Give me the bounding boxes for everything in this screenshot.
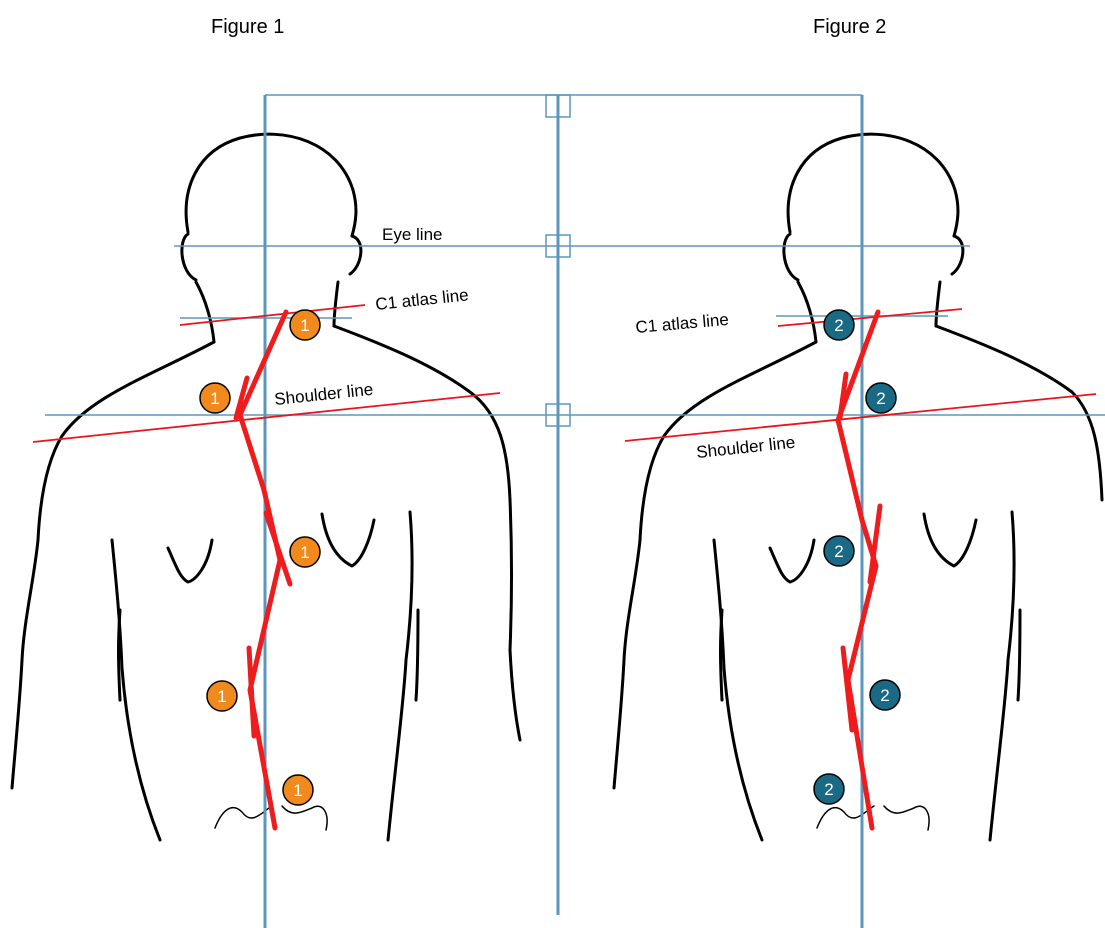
figure-1-badge: 1 [207, 681, 237, 711]
figure-1-badge: 1 [283, 775, 313, 805]
figure-2-title: Figure 2 [813, 16, 886, 38]
figure-1-badge: 1 [200, 383, 230, 413]
figure-2-badge: 2 [870, 680, 900, 710]
figure-2-shoulder-label: Shoulder line [695, 433, 796, 462]
eye-line-label: Eye line [382, 225, 442, 244]
badge-number: 2 [834, 542, 843, 561]
figure-1-spine-cross-3 [249, 648, 254, 736]
figure-1-badge: 1 [290, 310, 320, 340]
figure-1-badge: 1 [290, 537, 320, 567]
badge-number: 1 [210, 389, 219, 408]
badge-number: 2 [834, 316, 843, 335]
figure-2-badge: 2 [814, 774, 844, 804]
badge-number: 1 [217, 687, 226, 706]
figure-2-c1-label: C1 atlas line [635, 310, 730, 337]
figure-2-c1-tilt-line [778, 309, 962, 326]
reference-grid [45, 95, 1105, 928]
badge-number: 1 [293, 781, 302, 800]
badge-number: 1 [300, 316, 309, 335]
badge-number: 2 [876, 389, 885, 408]
figure-2-badge: 2 [824, 310, 854, 340]
badge-number: 2 [824, 780, 833, 799]
figure-1-title: Figure 1 [211, 16, 284, 38]
figure-1-c1-label: C1 atlas line [374, 285, 469, 314]
badge-number: 1 [300, 543, 309, 562]
figure-2-spine-cross-1 [840, 374, 846, 418]
figure-2-badge: 2 [866, 383, 896, 413]
figure-2-badge: 2 [824, 536, 854, 566]
figure-1-shoulder-label: Shoulder line [273, 380, 374, 409]
badge-number: 2 [880, 686, 889, 705]
